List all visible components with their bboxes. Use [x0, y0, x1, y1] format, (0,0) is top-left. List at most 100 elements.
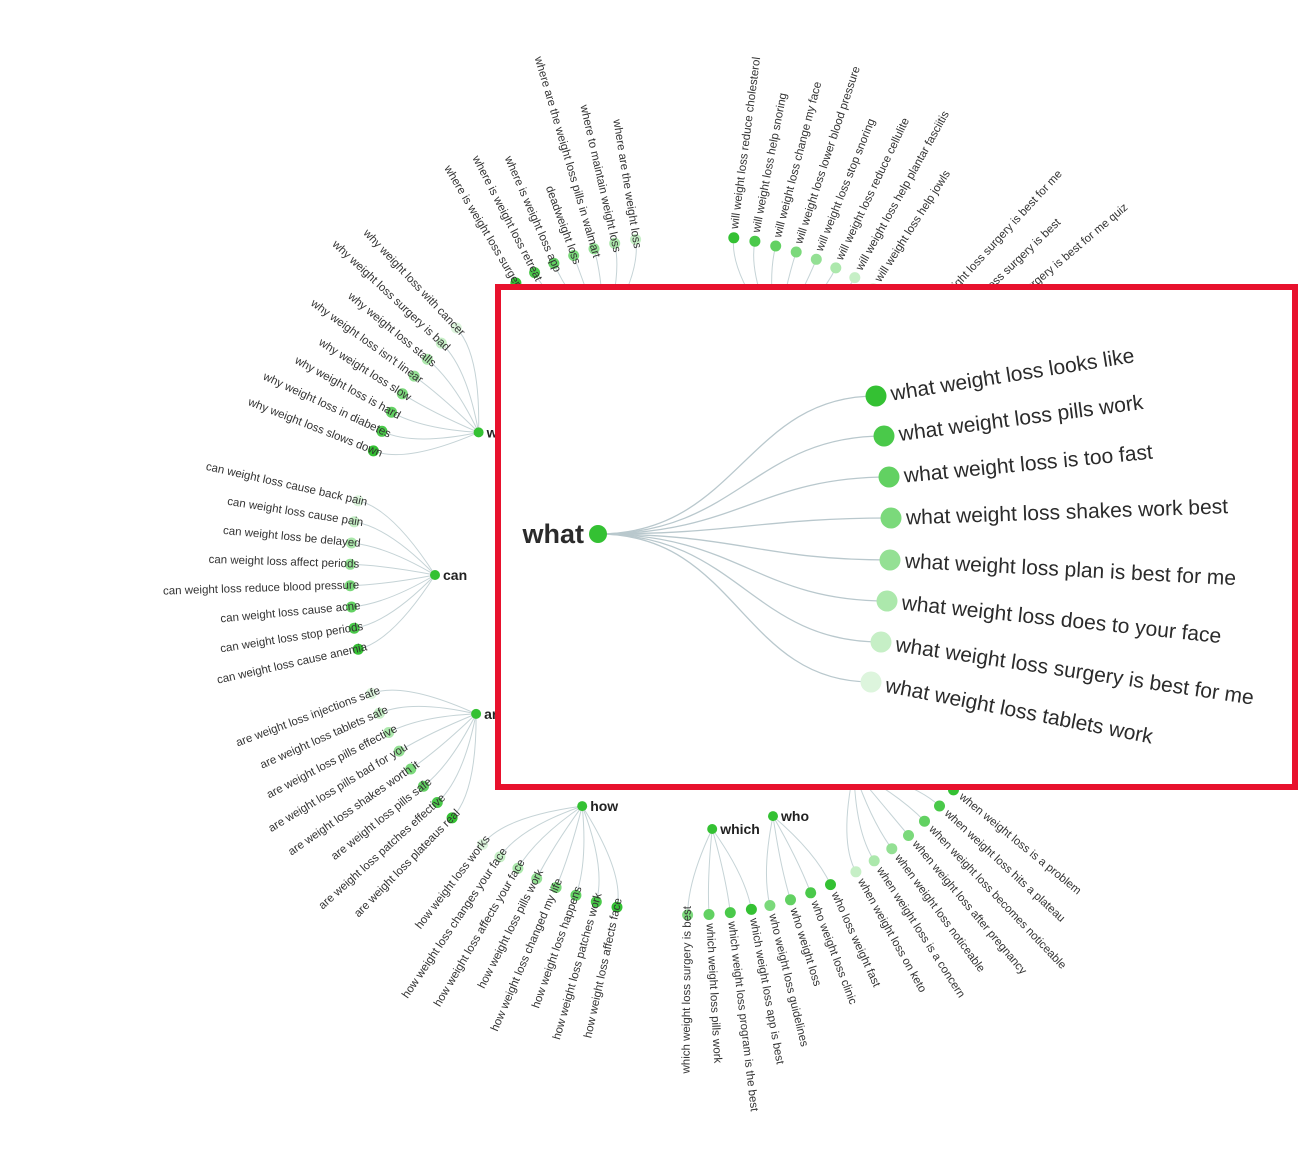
- leaf-label: can weight loss be delayed: [222, 525, 361, 550]
- leaf-node[interactable]: [352, 643, 364, 655]
- zoom-tree-link: [597, 395, 877, 535]
- leaf-label: can weight loss affect periods: [208, 554, 359, 571]
- leaf-node[interactable]: [367, 445, 379, 457]
- zoom-leaf-node[interactable]: [880, 507, 902, 529]
- leaf-label: can weight loss reduce blood pressure: [163, 579, 360, 597]
- zoom-leaf-node[interactable]: [876, 590, 898, 612]
- leaf-node[interactable]: [373, 707, 385, 719]
- leaf-node[interactable]: [365, 688, 377, 699]
- leaf-node[interactable]: [396, 388, 408, 400]
- leaf-node[interactable]: [344, 558, 356, 570]
- leaf-node[interactable]: [346, 601, 357, 613]
- leaf-node[interactable]: [724, 907, 736, 919]
- zoom-leaf-node[interactable]: [860, 671, 882, 693]
- leaf-node[interactable]: [348, 516, 360, 528]
- hub-node[interactable]: [768, 811, 778, 822]
- leaf-node[interactable]: [825, 879, 836, 891]
- leaf-node[interactable]: [611, 901, 623, 913]
- tree-link: [536, 805, 583, 879]
- leaf-node[interactable]: [903, 830, 914, 841]
- tree-link: [398, 713, 477, 752]
- hub-node[interactable]: [430, 570, 440, 580]
- highlight-frame: [495, 284, 1298, 790]
- leaf-node[interactable]: [344, 580, 356, 592]
- tree-link: [711, 828, 752, 910]
- leaf-node[interactable]: [531, 873, 543, 884]
- hub-node[interactable]: [473, 427, 484, 438]
- leaf-node[interactable]: [548, 257, 560, 269]
- leaf-node[interactable]: [529, 267, 541, 279]
- zoom-tree-link: [597, 476, 890, 535]
- hub-node[interactable]: [471, 708, 482, 719]
- leaf-node[interactable]: [728, 232, 740, 244]
- leaf-node[interactable]: [446, 812, 458, 824]
- tree-link: [358, 574, 436, 650]
- tree-link: [379, 705, 477, 715]
- leaf-node[interactable]: [745, 903, 757, 915]
- leaf-node[interactable]: [393, 745, 405, 757]
- leaf-node[interactable]: [850, 866, 862, 878]
- tree-link: [772, 816, 791, 900]
- zoom-hub-label: what: [521, 519, 584, 549]
- zoom-leaf-node[interactable]: [878, 466, 900, 488]
- leaf-node[interactable]: [810, 253, 822, 265]
- leaf-node[interactable]: [408, 370, 420, 382]
- leaf-node[interactable]: [805, 887, 817, 899]
- zoom-leaf-node[interactable]: [865, 385, 887, 407]
- tree-link: [351, 574, 436, 608]
- leaf-node[interactable]: [477, 838, 489, 850]
- leaf-node[interactable]: [934, 800, 945, 812]
- leaf-node[interactable]: [749, 235, 761, 247]
- leaf-node[interactable]: [421, 353, 433, 365]
- leaf-node[interactable]: [590, 896, 602, 908]
- leaf-node[interactable]: [386, 406, 397, 418]
- leaf-node[interactable]: [609, 237, 621, 249]
- hub-node[interactable]: [577, 801, 588, 812]
- leaf-node[interactable]: [868, 855, 880, 867]
- tree-link: [354, 574, 436, 629]
- leaf-node[interactable]: [886, 843, 898, 855]
- leaf-node[interactable]: [790, 246, 802, 258]
- leaf-node[interactable]: [568, 250, 580, 261]
- leaf-node[interactable]: [376, 425, 388, 437]
- leaf-node[interactable]: [764, 900, 776, 911]
- leaf-node[interactable]: [550, 882, 562, 893]
- tree-link: [350, 574, 436, 587]
- zoom-leaf-node[interactable]: [870, 631, 892, 653]
- leaf-node[interactable]: [785, 894, 796, 906]
- leaf-node[interactable]: [630, 233, 642, 245]
- zoom-tree-link: [597, 533, 872, 683]
- leaf-node[interactable]: [682, 909, 694, 921]
- hub-node[interactable]: [707, 824, 718, 834]
- leaf-node[interactable]: [703, 909, 715, 920]
- leaf-node[interactable]: [383, 727, 395, 738]
- tree-link: [456, 327, 480, 433]
- leaf-node[interactable]: [512, 862, 524, 874]
- leaf-node[interactable]: [849, 272, 861, 284]
- leaf-node[interactable]: [770, 240, 782, 252]
- leaf-node[interactable]: [588, 243, 600, 255]
- leaf-node[interactable]: [418, 780, 429, 792]
- zoom-tree-link: [597, 533, 882, 643]
- leaf-node[interactable]: [494, 851, 506, 863]
- leaf-node[interactable]: [352, 495, 364, 507]
- leaf-node[interactable]: [919, 815, 930, 827]
- zoom-leaf-node[interactable]: [873, 425, 895, 447]
- leaf-node[interactable]: [830, 262, 842, 274]
- zoom-leaf-node[interactable]: [879, 549, 901, 571]
- leaf-node[interactable]: [570, 889, 582, 901]
- tree-link: [350, 563, 436, 576]
- tree-link: [581, 805, 619, 908]
- tree-link: [482, 805, 583, 845]
- leaf-node[interactable]: [435, 337, 447, 349]
- leaf-node[interactable]: [450, 322, 462, 334]
- tree-link: [451, 713, 477, 819]
- tree-link: [354, 521, 436, 576]
- zoom-hub-node[interactable]: [589, 525, 607, 543]
- leaf-node[interactable]: [431, 797, 443, 808]
- leaf-node[interactable]: [346, 537, 357, 549]
- leaf-node[interactable]: [348, 622, 360, 634]
- tree-link: [772, 815, 831, 885]
- leaf-node[interactable]: [405, 763, 417, 775]
